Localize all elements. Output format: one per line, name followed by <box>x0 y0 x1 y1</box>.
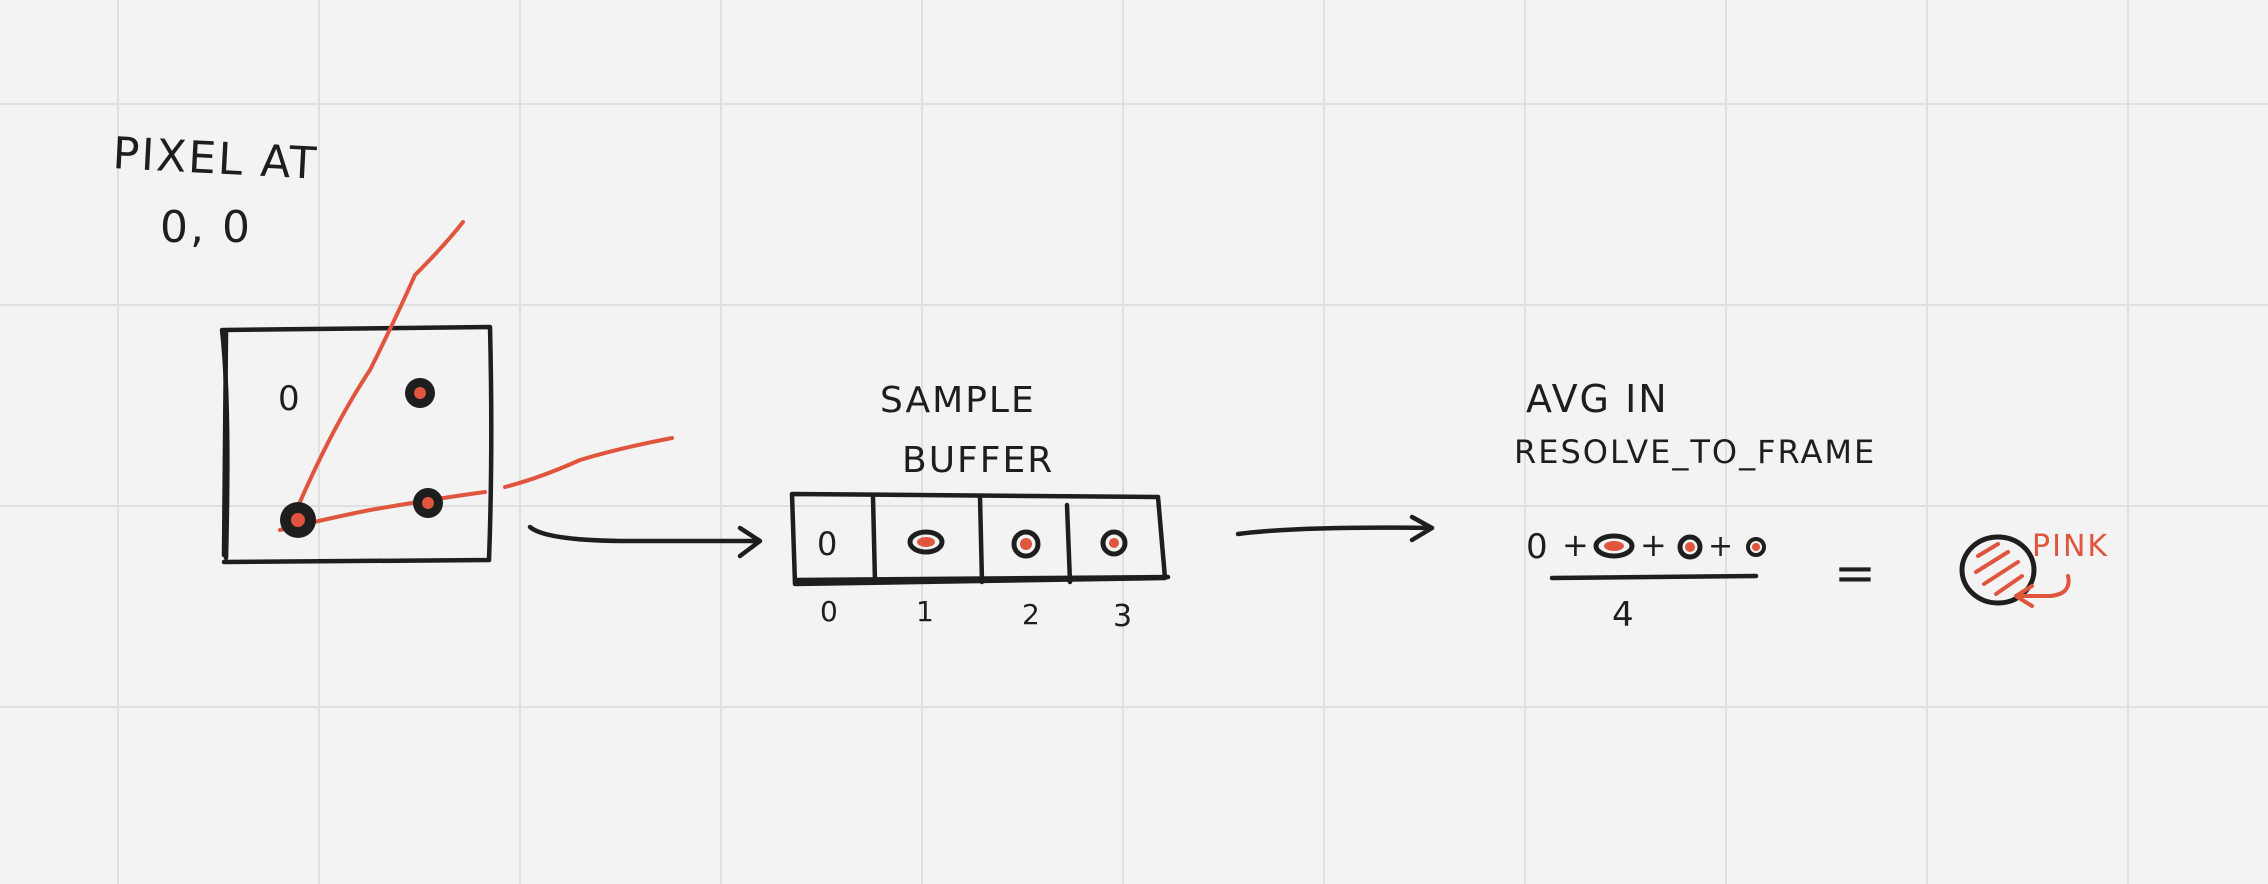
pixel-label-line2: 0, 0 <box>160 202 252 253</box>
pixel-label-line1: PIXEL AT <box>111 128 319 190</box>
buffer-cell-0: 0 <box>817 525 839 563</box>
sample-point-covered <box>413 488 443 518</box>
equals-sign: = <box>1834 544 1878 602</box>
sample-point-empty: 0 <box>278 379 302 419</box>
buffer-index-2: 2 <box>1022 598 1042 631</box>
triangle-edge-steep <box>288 220 465 527</box>
result-pixel <box>1959 534 2037 606</box>
average-formula: 0 + + + 4 <box>1526 526 1766 635</box>
arrow-right-icon <box>527 524 763 559</box>
buffer-cell-3 <box>1100 529 1128 557</box>
formula-plus: + <box>1562 526 1591 564</box>
formula-plus: + <box>1708 529 1735 564</box>
buffer-index-1: 1 <box>916 595 936 628</box>
buffer-index-3: 3 <box>1113 599 1134 634</box>
triangle-edge-shallow <box>278 436 674 532</box>
formula-denominator: 4 <box>1612 595 1636 635</box>
buffer-index-0: 0 <box>820 595 840 628</box>
formula-plus: + <box>1640 526 1669 564</box>
sample-buffer-cells: 0 <box>817 525 1128 563</box>
avg-label-line1: AVG IN <box>1526 377 1669 421</box>
formula-term-0: 0 <box>1526 527 1550 567</box>
formula-term-3 <box>1746 537 1766 557</box>
avg-label-line2: RESOLVE_TO_FRAME <box>1514 433 1876 471</box>
pixel-square <box>219 324 494 565</box>
buffer-indices: 0 1 2 3 <box>820 595 1134 634</box>
arrow-right-icon <box>1235 514 1435 543</box>
sample-buffer <box>789 491 1171 587</box>
pink-label: PINK <box>2032 529 2109 564</box>
fraction-bar <box>1549 573 1759 581</box>
sample-buffer-label-line2: BUFFER <box>902 440 1054 481</box>
buffer-cell-1 <box>907 529 945 555</box>
formula-term-2 <box>1677 534 1703 560</box>
sample-point-covered <box>280 502 316 538</box>
formula-term-1 <box>1593 533 1635 559</box>
sample-point-covered <box>405 378 435 408</box>
buffer-cell-2 <box>1011 529 1041 559</box>
arrow-back-icon <box>2014 574 2071 608</box>
sample-buffer-label-line1: SAMPLE <box>880 380 1036 421</box>
